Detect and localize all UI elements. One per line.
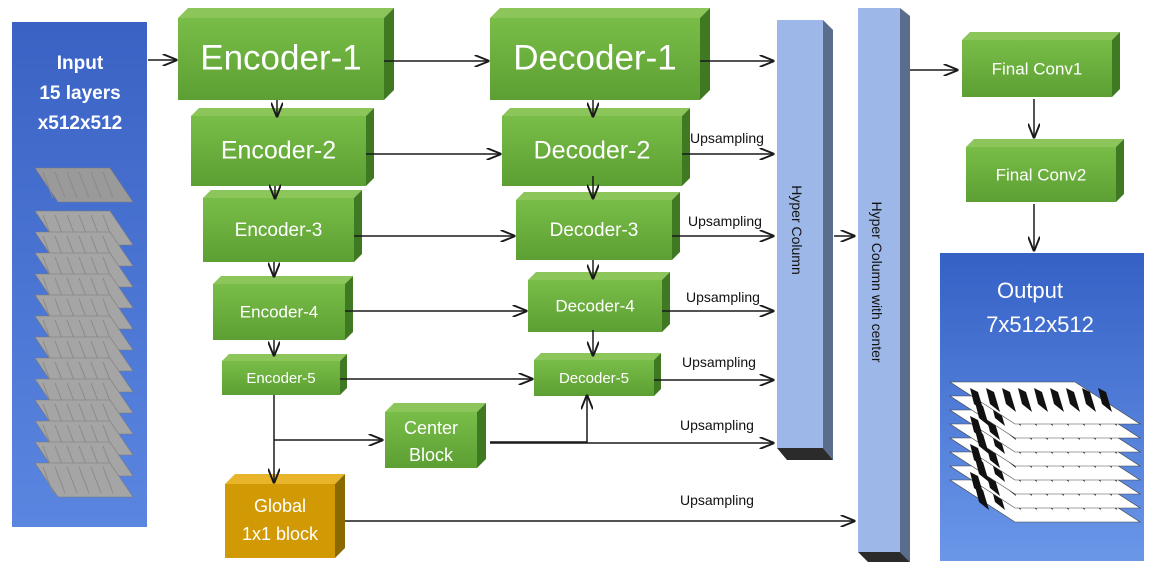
encoder-5-block: Encoder-5 [222, 354, 347, 395]
final-conv2-block: Final Conv2 [966, 139, 1124, 202]
encoder-2-block: Encoder-2 [191, 108, 374, 186]
upsampling-labels: Upsampling Upsampling Upsampling Upsampl… [680, 130, 764, 508]
global-1x1-block: Global 1x1 block [225, 474, 345, 558]
hyper-column-label: Hyper Column [789, 185, 805, 274]
input-size-label: x512x512 [38, 113, 123, 134]
upsampling-label: Upsampling [680, 492, 754, 508]
upsampling-label: Upsampling [686, 289, 760, 305]
global-block-label-line2: 1x1 block [242, 524, 319, 544]
output-label: Output [997, 278, 1063, 303]
final-conv2-label: Final Conv2 [996, 165, 1087, 184]
encoder-3-label: Encoder-3 [235, 220, 323, 241]
global-block-label-line1: Global [254, 496, 306, 516]
decoder-2-block: Decoder-2 [502, 108, 690, 186]
final-conv1-label: Final Conv1 [992, 59, 1083, 78]
center-block-label-line2: Block [409, 445, 454, 465]
output-panel: Output 7x512x512 [940, 253, 1144, 561]
output-layer-stack [948, 381, 1142, 523]
decoder-5-block: Decoder-5 [534, 353, 661, 396]
output-size-label: 7x512x512 [986, 312, 1094, 337]
input-label: Input [57, 53, 104, 74]
decoder-1-label: Decoder-1 [513, 38, 676, 77]
decoder-4-block: Decoder-4 [528, 272, 670, 332]
input-panel: Input 15 layers x512x512 [12, 22, 147, 527]
decoder-4-label: Decoder-4 [555, 296, 634, 315]
upsampling-label: Upsampling [690, 130, 764, 146]
decoder-5-label: Decoder-5 [559, 370, 629, 387]
encoder-2-label: Encoder-2 [221, 137, 336, 165]
decoder-3-label: Decoder-3 [550, 220, 639, 241]
input-layer-stack [34, 167, 134, 498]
encoder-1-label: Encoder-1 [200, 38, 361, 77]
hyper-column: Hyper Column [777, 20, 833, 460]
hyper-column-with-center: Hyper Column with center [858, 8, 910, 562]
encoder-3-block: Encoder-3 [203, 190, 362, 262]
upsampling-label: Upsampling [682, 354, 756, 370]
upsampling-label: Upsampling [688, 213, 762, 229]
decoder-1-block: Decoder-1 [490, 8, 710, 100]
hyper-column-center-label: Hyper Column with center [869, 201, 885, 362]
upsampling-label: Upsampling [680, 417, 754, 433]
final-conv1-block: Final Conv1 [962, 32, 1120, 97]
encoder-4-block: Encoder-4 [213, 276, 353, 340]
decoder-3-block: Decoder-3 [516, 192, 680, 260]
encoder-5-label: Encoder-5 [246, 370, 315, 387]
center-block-label-line1: Center [404, 418, 458, 438]
encoder-4-label: Encoder-4 [240, 302, 318, 321]
input-layers-label: 15 layers [39, 83, 120, 104]
decoder-2-label: Decoder-2 [534, 137, 651, 165]
encoder-1-block: Encoder-1 [178, 8, 394, 100]
connections [148, 60, 1034, 521]
